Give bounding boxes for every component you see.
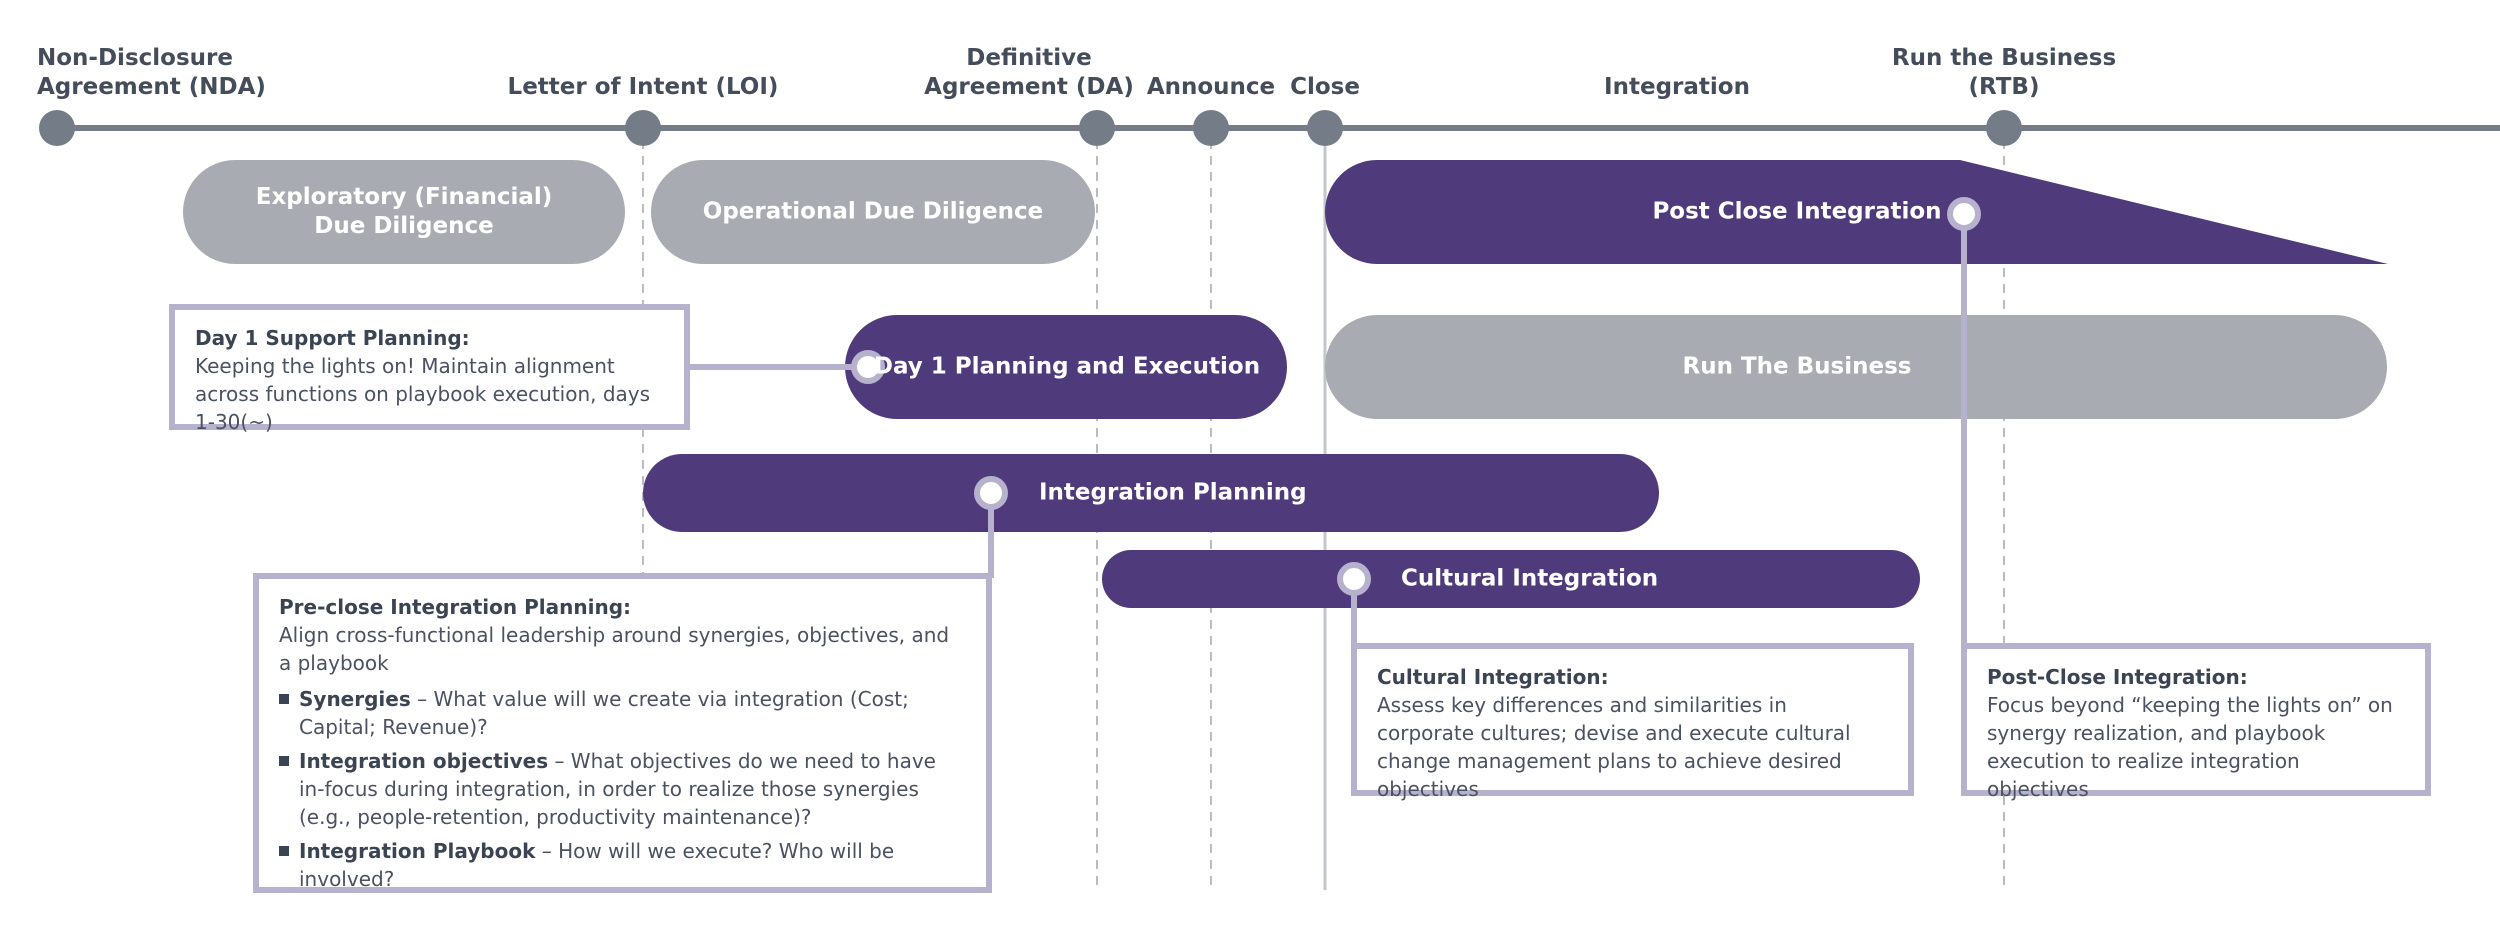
bar-label-cultural-integration: Cultural Integration: [1401, 565, 1659, 592]
bar-day1-planning-execution: [845, 315, 1287, 419]
callout-post-close-body: Focus beyond “keeping the lights on” on …: [1987, 693, 2393, 801]
callout-cultural-body: Assess key differences and similarities …: [1377, 693, 1851, 801]
bullet-synergies-text: – What value will we create via integrat…: [299, 687, 909, 739]
bar-label-exploratory-line1: Exploratory (Financial): [255, 184, 553, 210]
callout-preclose-body: Align cross-functional leadership around…: [279, 623, 950, 675]
milestone-label-integration-line1: Integration: [1604, 74, 1750, 100]
milestone-dot-close: [1307, 110, 1343, 146]
callout-preclose-title: Pre-close Integration Planning:: [279, 595, 632, 619]
bar-operational-due-diligence: [651, 160, 1095, 264]
bar-label-exploratory-line2: Due Diligence: [314, 213, 494, 239]
callout-preclose-integration-planning: Pre-close Integration Planning: Align cr…: [253, 573, 992, 893]
callout-cultural-title: Cultural Integration:: [1377, 665, 1609, 689]
bar-label-integration-planning: Integration Planning: [1039, 479, 1307, 506]
callout-day1-support-title: Day 1 Support Planning:: [195, 326, 470, 350]
milestone-label-rtb: Run the Business (RTB): [1892, 44, 2116, 102]
bullet-playbook-text: – How will we execute? Who will be invol…: [299, 839, 895, 891]
callout-preclose-bullets: Synergies – What value will we create vi…: [279, 685, 966, 893]
milestone-label-rtb-line1: Run the Business: [1891, 45, 2117, 71]
milestone-dot-rtb: [1986, 110, 2022, 146]
milestone-label-da: Definitive Agreement (DA): [924, 44, 1134, 102]
bullet-integration-objectives: Integration objectives – What objectives…: [279, 747, 966, 831]
bar-post-close-integration: [1325, 160, 2388, 264]
bar-integration-planning: [643, 454, 1659, 532]
milestone-label-rtb-line2: (RTB): [1968, 74, 2040, 100]
bar-label-run-the-business: Run The Business: [1682, 353, 1912, 380]
node-post-close: [1947, 197, 1981, 231]
callout-day1-support-planning: Day 1 Support Planning: Keeping the ligh…: [169, 304, 690, 434]
square-bullet-icon: [279, 756, 289, 766]
bullet-synergies: Synergies – What value will we create vi…: [279, 685, 966, 741]
milestone-label-loi: Letter of Intent (LOI): [508, 73, 779, 102]
bar-cultural-integration: [1102, 550, 1920, 608]
milestone-label-close-line1: Close: [1290, 74, 1360, 100]
milestone-label-announce: Announce: [1147, 73, 1275, 102]
square-bullet-icon: [279, 846, 289, 856]
milestone-dot-announce: [1193, 110, 1229, 146]
bullet-objectives-text: – What objectives do we need to have in-…: [299, 749, 936, 829]
bar-label-day1: Day 1 Planning and Execution: [873, 353, 1261, 380]
milestone-dot-nda: [39, 110, 75, 146]
milestone-label-da-line1: Definitive: [966, 45, 1092, 71]
callout-post-close-integration: Post-Close Integration: Focus beyond “ke…: [1961, 643, 2431, 801]
bar-label-post-close: Post Close Integration: [1652, 198, 1942, 225]
callout-day1-support-body: Keeping the lights on! Maintain alignmen…: [195, 354, 651, 434]
bar-exploratory-due-diligence: [183, 160, 625, 264]
square-bullet-icon: [279, 694, 289, 704]
milestone-label-nda: Non-Disclosure Agreement (NDA): [37, 44, 266, 102]
milestone-label-nda-line2: Agreement (NDA): [37, 74, 266, 100]
bullet-synergies-strong: Synergies: [299, 687, 411, 711]
milestone-dot-loi: [625, 110, 661, 146]
milestone-label-nda-line1: Non-Disclosure: [37, 45, 233, 71]
milestone-label-close: Close: [1290, 73, 1360, 102]
milestone-label-announce-line1: Announce: [1146, 74, 1276, 100]
bullet-playbook-strong: Integration Playbook: [299, 839, 536, 863]
callout-post-close-title: Post-Close Integration:: [1987, 665, 2248, 689]
milestone-label-integration: Integration: [1604, 73, 1750, 102]
milestone-label-da-line2: Agreement (DA): [924, 74, 1134, 100]
bar-label-exploratory: Exploratory (Financial) Due Diligence: [256, 183, 553, 241]
node-integration-planning: [974, 476, 1008, 510]
milestone-dot-da: [1079, 110, 1115, 146]
bar-run-the-business: [1325, 315, 2387, 419]
callout-cultural-integration: Cultural Integration: Assess key differe…: [1351, 643, 1914, 801]
bar-label-operational: Operational Due Diligence: [702, 198, 1044, 225]
bullet-objectives-strong: Integration objectives: [299, 749, 549, 773]
bullet-integration-playbook: Integration Playbook – How will we execu…: [279, 837, 966, 893]
node-day1: [851, 350, 885, 384]
milestone-label-loi-line1: Letter of Intent (LOI): [507, 74, 779, 100]
node-cultural: [1337, 562, 1371, 596]
